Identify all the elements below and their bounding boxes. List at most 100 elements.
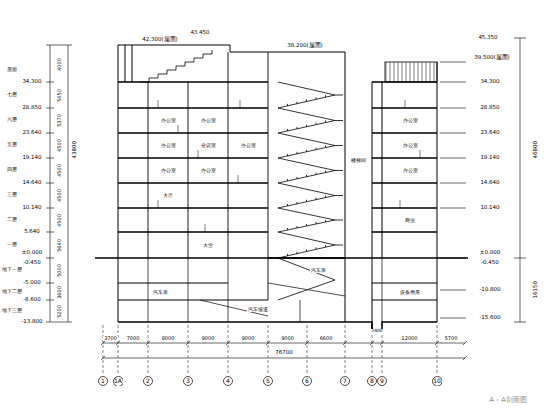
axis-bubble: 2 [143,376,153,386]
dimension: 4000 [56,57,61,72]
floor-name: 二层 [6,218,18,223]
elevation-mark: 23.640 [21,130,42,136]
dimension: 2400 [370,329,383,334]
dimension: 3700 [103,336,118,341]
room-name: 办公室 [160,168,177,173]
room-name: 大厅 [162,193,174,198]
axis-circle-outline [368,377,377,386]
dimension: 4500 [56,213,61,228]
elevation-mark: ±0.000 [479,250,501,256]
axis-circle-outline [144,377,153,386]
room-name: 汽车坡道 [247,307,269,312]
elevation-mark: -8.600 [22,297,42,303]
stroke [278,82,343,300]
axis-circle-outline [99,377,108,386]
axis-bubble: 7 [340,376,350,386]
dimension: 5450 [56,88,61,103]
room-name: 办公室 [402,168,419,173]
elevation-mark: -0.450 [22,260,42,266]
dimension: 76700 [274,350,294,356]
dimension: 5700 [444,336,459,341]
elevation-mark: -10.800 [478,287,501,293]
axis-number: 2 [146,378,150,384]
room-name: 设备用房 [399,290,421,295]
dimension: 5370 [56,113,61,128]
axis-circle-outline [224,377,233,386]
axis-number: 7 [343,378,347,384]
axis-number: 1 [101,378,105,384]
elevation-mark: -13.800 [20,319,43,325]
elevation-mark: -15.600 [478,315,501,321]
room-name: 楼梯间 [350,158,367,163]
axis-bubble: 1A [113,376,124,387]
axis-circle-outline [184,377,193,386]
axis-circle-outline [378,377,387,386]
dimension: 9000 [241,336,256,341]
dimension: 5640 [56,238,61,253]
axis-bubble: 4 [223,376,233,386]
elevation-mark: 39.500(屋面) [473,55,511,61]
floor-name: 地下三层 [1,309,23,314]
floor-name: 三层 [6,193,18,198]
axis-number: 6 [305,378,309,384]
elevation-mark: 14.640 [479,180,500,186]
room-name: 办公室 [402,118,419,123]
axis-circle-outline [432,376,442,386]
axis-circle-outline [264,377,273,386]
room-name: 办公室 [240,143,257,148]
dimension: 4500 [56,163,61,178]
axis-number: 1A [114,378,122,384]
axis-bubble: 5 [263,376,273,386]
elevation-mark: 34.300 [21,79,42,85]
axis-circle-outline [113,376,123,386]
dimension: 4500 [56,188,61,203]
floor-name: 地下二层 [1,290,23,295]
floor-name: 屋面 [6,68,18,73]
axis-bubble: 1 [98,376,108,386]
stroke [140,50,212,82]
axis-circle-outline [303,377,312,386]
elevation-mark: 5.640 [23,229,41,235]
room-name: 办公室 [160,118,177,123]
axis-bubble: 3 [183,376,193,386]
room-name: 大堂 [202,243,214,248]
elevation-mark: 34.300 [479,79,500,85]
elevation-mark: 45.350 [477,35,498,41]
room-name: 商业 [404,218,416,223]
axis-bubble: 6 [302,376,312,386]
axis-number: 10 [433,378,441,384]
room-name: 会议室 [200,143,217,148]
elevation-mark: 43.450 [189,30,210,36]
dimension: 12000 [401,336,419,341]
dimension: 6600 [319,336,334,341]
axis-bubble: 10 [432,376,443,387]
axis-bubble: 9 [377,376,387,386]
elevation-mark: 10.140 [21,205,42,211]
elevation-mark: 14.640 [21,180,42,186]
axis-number: 3 [186,378,190,384]
elevation-mark: 23.640 [479,130,500,136]
floor-name: 一层 [6,243,18,248]
floor-name: 四层 [6,168,18,173]
dimension: 9000 [280,336,295,341]
dimension: 5200 [56,304,61,319]
dimension: 9000 [201,336,216,341]
floor-name: 地下一层 [1,268,23,273]
elevation-mark: 28.850 [21,105,42,111]
dimension: 7000 [126,336,141,341]
elevation-mark: 19.140 [479,155,500,161]
floor-name: 六层 [6,118,18,123]
room-name: 办公室 [200,118,217,123]
axis-number: 5 [266,378,270,384]
drawing-title: A－A剖面图 [488,397,528,404]
room-name: 汽车库 [310,268,327,273]
room-name: 办公室 [402,143,419,148]
elevation-mark: ±0.000 [21,250,43,256]
elevation-mark: 19.140 [21,155,42,161]
dimension: 46800 [533,140,539,160]
dimension: 5000 [56,263,61,278]
dimension: 16150 [533,280,539,300]
dimension: 8000 [161,336,176,341]
